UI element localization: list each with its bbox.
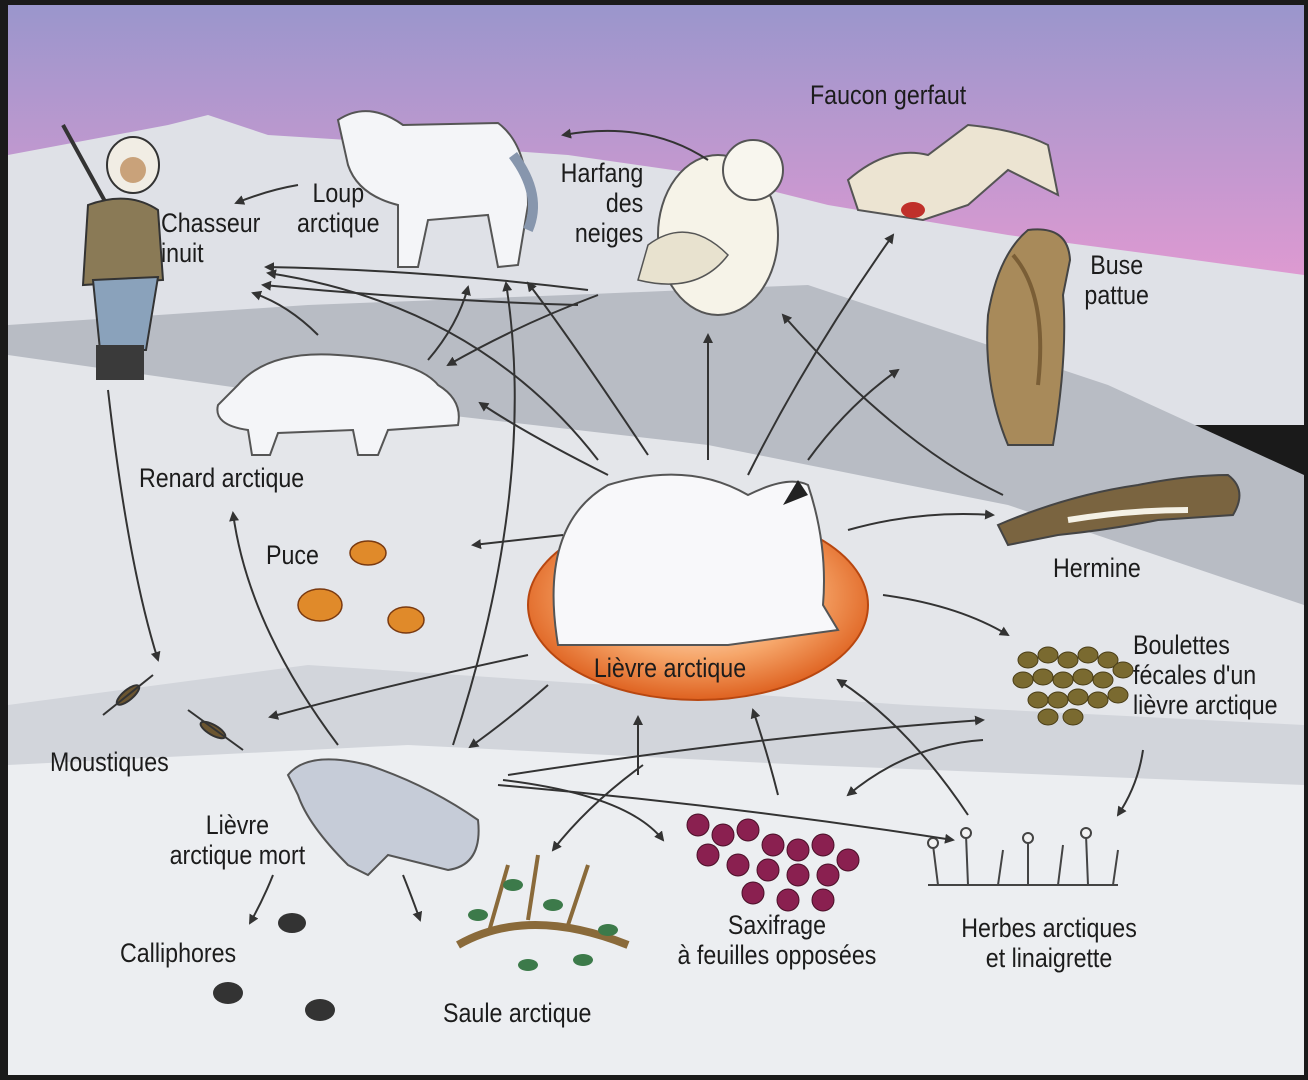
label-loup-line1: Loup bbox=[291, 178, 386, 208]
label-harfang-line2: des bbox=[553, 188, 643, 218]
label-herbes-line1: Herbes arctiques bbox=[948, 913, 1150, 943]
label-renard: Renard arctique bbox=[139, 463, 304, 493]
label-lievre-mort: Lièvre arctique mort bbox=[160, 810, 315, 870]
label-buse: Buse pattue bbox=[1078, 250, 1155, 310]
foreground-snow bbox=[8, 745, 1304, 1075]
label-harfang-line3: neiges bbox=[553, 218, 643, 248]
label-saule: Saule arctique bbox=[443, 998, 591, 1028]
label-lievre-mort-line2: arctique mort bbox=[160, 840, 315, 870]
label-buse-line1: Buse bbox=[1078, 250, 1155, 280]
label-boulettes-line3: lièvre arctique bbox=[1133, 690, 1278, 720]
label-boulettes: Boulettes fécales d'un lièvre arctique bbox=[1133, 630, 1278, 720]
label-harfang: Harfang des neiges bbox=[553, 158, 643, 248]
label-puce: Puce bbox=[266, 540, 319, 570]
label-boulettes-line1: Boulettes bbox=[1133, 630, 1278, 660]
label-loup-line2: arctique bbox=[291, 208, 386, 238]
label-harfang-line1: Harfang bbox=[553, 158, 643, 188]
label-herbes-line2: et linaigrette bbox=[948, 943, 1150, 973]
label-calliphores: Calliphores bbox=[120, 938, 236, 968]
label-hermine: Hermine bbox=[1053, 553, 1141, 583]
label-faucon: Faucon gerfaut bbox=[810, 80, 966, 110]
food-web-illustration: Chasseur inuit Loup arctique Harfang des… bbox=[8, 5, 1304, 1075]
label-saxifrage: Saxifrage à feuilles opposées bbox=[663, 910, 891, 970]
label-buse-line2: pattue bbox=[1078, 280, 1155, 310]
label-herbes: Herbes arctiques et linaigrette bbox=[948, 913, 1150, 973]
label-saxifrage-line2: à feuilles opposées bbox=[663, 940, 891, 970]
label-saxifrage-line1: Saxifrage bbox=[663, 910, 891, 940]
label-boulettes-line2: fécales d'un bbox=[1133, 660, 1278, 690]
label-lievre-mort-line1: Lièvre bbox=[160, 810, 315, 840]
label-chasseur: Chasseur inuit bbox=[161, 208, 264, 268]
label-lievre: Lièvre arctique bbox=[584, 653, 756, 684]
label-loup: Loup arctique bbox=[291, 178, 386, 238]
label-moustiques: Moustiques bbox=[50, 747, 169, 777]
